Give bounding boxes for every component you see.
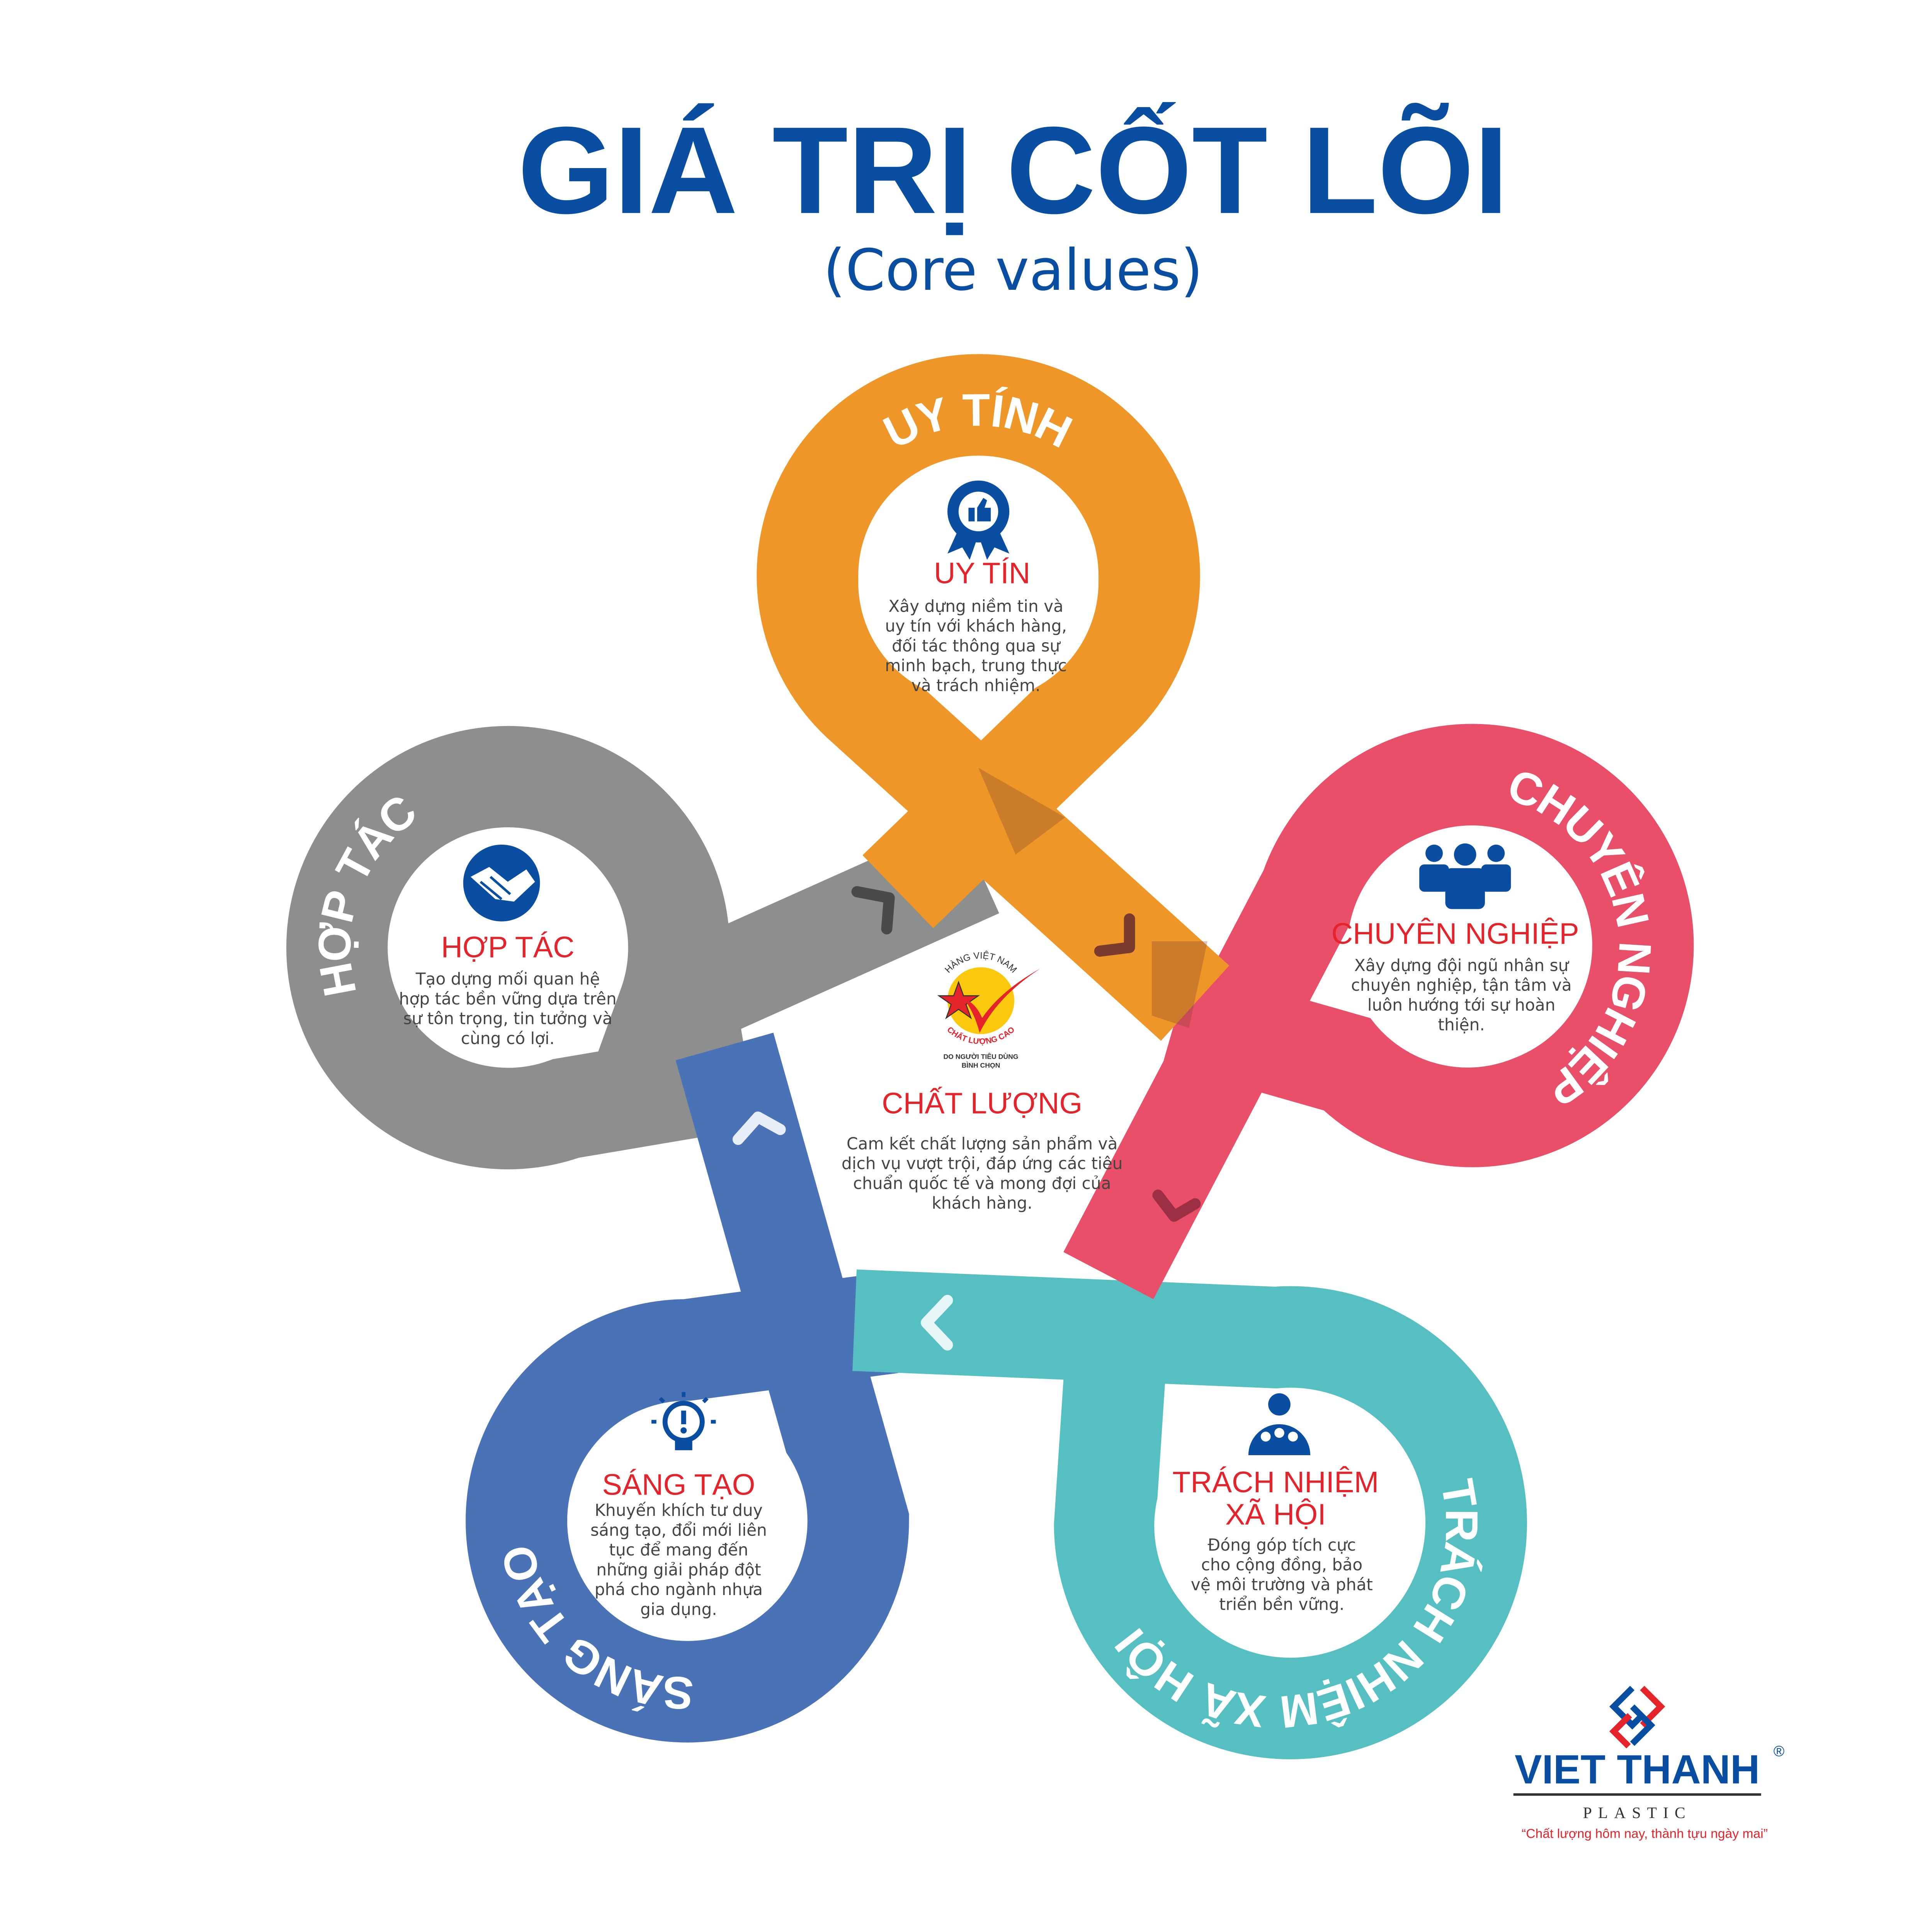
value-chuyen-nghiep: CHUYÊN NGHIỆP Xây dựng đội ngũ nhân sự c… bbox=[1332, 843, 1579, 1034]
value-body-line: Khuyến khích tư duy bbox=[595, 1501, 763, 1520]
disc-chuyen-nghiep bbox=[1347, 827, 1588, 1068]
value-body-line: sự tôn trọng, tin tưởng và bbox=[403, 1009, 612, 1028]
handshake-icon bbox=[463, 844, 540, 922]
value-body-line: minh bạch, trung thực bbox=[885, 656, 1067, 675]
value-body-line: Cam kết chất lượng sản phẩm và bbox=[847, 1134, 1118, 1153]
value-body-line: luôn hướng tới sự hoàn bbox=[1367, 995, 1556, 1014]
ribbon-uy-tin bbox=[757, 354, 1230, 1041]
chevron-icon bbox=[851, 886, 895, 935]
page-subtitle: (Core values) bbox=[823, 237, 1203, 303]
value-body-line: dịch vụ vượt trội, đáp ứng các tiêu bbox=[842, 1154, 1123, 1173]
value-body-line: cùng có lợi. bbox=[461, 1029, 555, 1048]
value-body-line: phá cho ngành nhựa bbox=[595, 1580, 763, 1599]
chevron-icon bbox=[1094, 913, 1135, 957]
lightbulb-icon bbox=[651, 1392, 716, 1451]
value-body-line: thiện. bbox=[1438, 1015, 1485, 1034]
value-title: CHUYÊN NGHIỆP bbox=[1332, 917, 1579, 950]
brand-name: VIET THANH bbox=[1515, 1747, 1760, 1792]
ribbon-chuyen-nghiep bbox=[1063, 724, 1694, 1299]
brand-logo: VIET THANH ® PLASTIC “Chất lượng hôm nay… bbox=[1513, 1685, 1784, 1841]
value-title: XÃ HỘI bbox=[1225, 1498, 1326, 1531]
value-body-line: và trách nhiệm. bbox=[912, 676, 1041, 695]
chevron-icon bbox=[921, 1294, 953, 1351]
community-icon bbox=[1248, 1393, 1311, 1456]
value-title: TRÁCH NHIỆM bbox=[1172, 1466, 1379, 1499]
brand-divider bbox=[1513, 1793, 1761, 1796]
badge-caption: BÌNH CHỌN bbox=[962, 1061, 1000, 1069]
badge-caption: DO NGƯỜI TIÊU DÙNG bbox=[943, 1052, 1018, 1060]
value-body-line: tục để mang đến bbox=[609, 1541, 748, 1560]
disc-sang-tao bbox=[567, 1401, 808, 1641]
brand-sub: PLASTIC bbox=[1583, 1804, 1692, 1822]
value-body-line: khách hàng. bbox=[932, 1194, 1032, 1213]
disc-uy-tin bbox=[858, 462, 1099, 702]
value-body-line: hợp tác bền vững dựa trên bbox=[399, 989, 617, 1008]
value-title: HỢP TÁC bbox=[441, 931, 575, 964]
value-body-line: triển bền vững. bbox=[1219, 1595, 1344, 1614]
value-body-line: chuyên nghiệp, tận tâm và bbox=[1351, 976, 1572, 995]
chevron-icon bbox=[1152, 1189, 1201, 1222]
value-body-line: Tạo dựng mối quan hệ bbox=[415, 969, 600, 988]
value-body-line: Xây dựng niềm tin và bbox=[888, 597, 1063, 616]
chevron-icon bbox=[732, 1111, 786, 1145]
value-sang-tao: SÁNG TẠO Khuyến khích tư duy sáng tạo, đ… bbox=[590, 1392, 767, 1619]
flow-chevrons bbox=[732, 886, 1201, 1351]
registered-mark: ® bbox=[1774, 1743, 1784, 1760]
value-body-line: đối tác thông qua sự bbox=[892, 636, 1061, 655]
inner-discs bbox=[388, 462, 1588, 1647]
crossing-shadow bbox=[978, 768, 1065, 855]
page-title: GIÁ TRỊ CỐT LÕI bbox=[518, 101, 1509, 239]
value-body-line: Xây dựng đội ngũ nhân sự bbox=[1354, 956, 1570, 975]
value-trach-nhiem: TRÁCH NHIỆM XÃ HỘI Đóng góp tích cực cho… bbox=[1172, 1393, 1379, 1614]
ribbon-trach-nhiem bbox=[852, 1269, 1527, 1759]
disc-trach-nhiem bbox=[1154, 1404, 1397, 1647]
viet-thanh-emblem-icon bbox=[1609, 1685, 1665, 1748]
value-title: CHẤT LƯỢNG bbox=[882, 1086, 1082, 1120]
thumbs-up-badge-icon bbox=[947, 480, 1010, 560]
value-body-line: chuẩn quốc tế và mong đợi của bbox=[853, 1174, 1111, 1193]
disc-hop-tac bbox=[388, 827, 628, 1068]
team-icon bbox=[1419, 843, 1511, 909]
value-body-line: cho cộng đồng, bảo bbox=[1201, 1555, 1363, 1574]
ribbon-sang-tao bbox=[466, 1032, 909, 1743]
value-title: SÁNG TẠO bbox=[602, 1468, 755, 1502]
value-chat-luong: HÀNG VIỆT NAM CHẤT LƯỢNG CAO DO NGƯỜI TI… bbox=[842, 951, 1123, 1213]
brand-tagline: “Chất lượng hôm nay, thành tựu ngày mai” bbox=[1522, 1827, 1768, 1841]
ribbon-loops bbox=[286, 354, 1694, 1759]
value-uy-tin: UY TÍN Xây dựng niềm tin và uy tín với k… bbox=[885, 480, 1067, 695]
quality-badge-logo: HÀNG VIỆT NAM CHẤT LƯỢNG CAO DO NGƯỜI TI… bbox=[937, 951, 1041, 1069]
value-body-line: những giải pháp đột bbox=[596, 1560, 761, 1579]
ribbon-hop-tac bbox=[286, 726, 999, 1170]
crossing-shadow bbox=[1151, 941, 1208, 1028]
value-body-line: sáng tạo, đổi mới liên bbox=[590, 1520, 767, 1539]
value-body-line: vệ môi trường và phát bbox=[1191, 1575, 1373, 1594]
value-hop-tac: HỢP TÁC Tạo dựng mối quan hệ hợp tác bền… bbox=[399, 844, 617, 1048]
value-body-line: Đóng góp tích cực bbox=[1208, 1536, 1356, 1554]
value-title: UY TÍN bbox=[934, 557, 1030, 590]
value-body-line: uy tín với khách hàng, bbox=[885, 617, 1067, 636]
value-body-line: gia dụng. bbox=[640, 1600, 717, 1619]
